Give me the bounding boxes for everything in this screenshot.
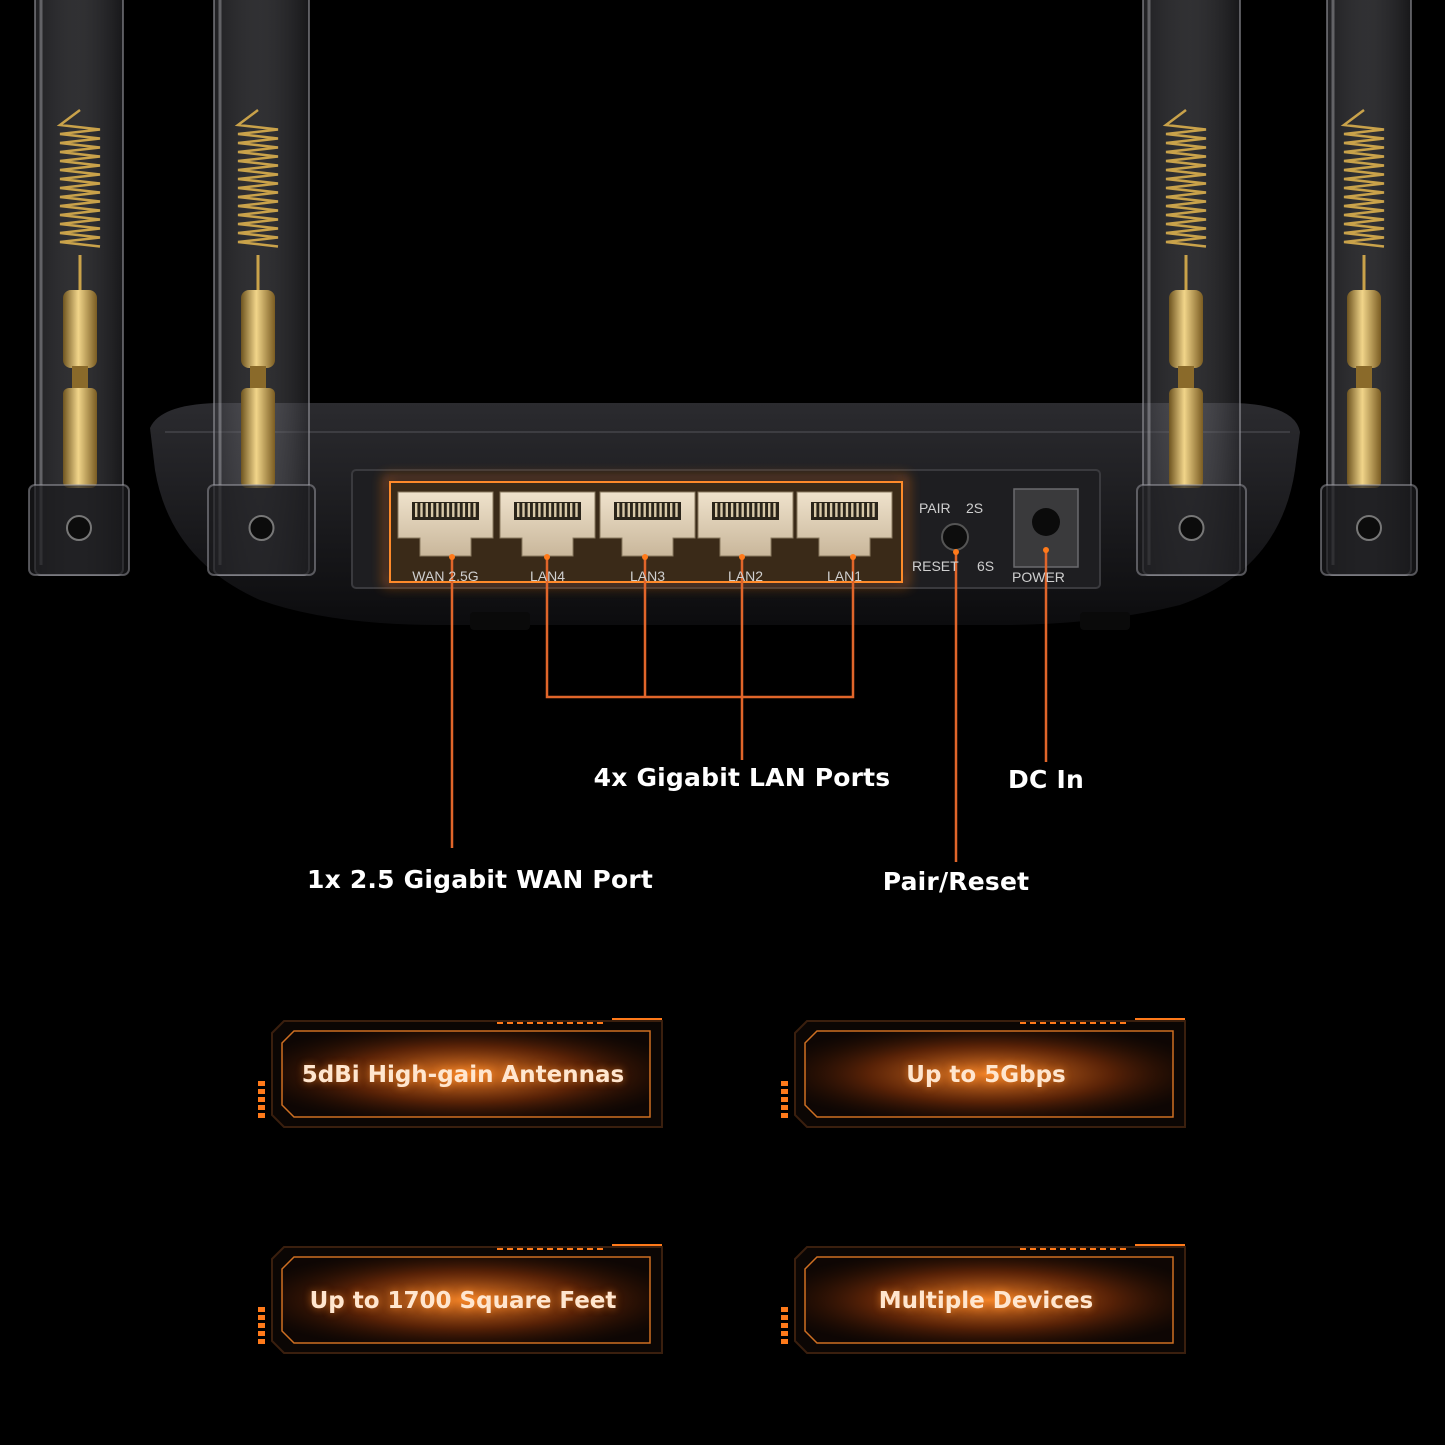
power-jack-hole bbox=[1032, 508, 1060, 536]
antenna-1 bbox=[28, 0, 130, 576]
antennas bbox=[28, 0, 1418, 576]
pair-time-label: 2S bbox=[966, 500, 984, 516]
feature-badges bbox=[258, 1018, 1186, 1354]
feature-badge-2 bbox=[781, 1018, 1186, 1128]
pair-reset-callout: Pair/Reset bbox=[882, 867, 1030, 896]
feature-badge-3 bbox=[258, 1244, 663, 1354]
ethernet-port-1[interactable] bbox=[397, 491, 494, 557]
feature-badge-4 bbox=[781, 1244, 1186, 1354]
ethernet-port-3[interactable] bbox=[599, 491, 696, 557]
feature-text-4: Multiple Devices bbox=[878, 1288, 1094, 1314]
leader-lines bbox=[450, 550, 1048, 862]
feature-text-2: Up to 5Gbps bbox=[906, 1062, 1066, 1088]
feature-text-3: Up to 1700 Square Feet bbox=[309, 1288, 617, 1314]
ethernet-ports bbox=[397, 491, 893, 557]
reset-label: RESET bbox=[912, 558, 959, 574]
ethernet-port-4[interactable] bbox=[697, 491, 794, 557]
ethernet-port-5[interactable] bbox=[796, 491, 893, 557]
port-label-4: LAN2 bbox=[727, 568, 764, 584]
antenna-3 bbox=[1136, 0, 1247, 576]
dc-in-callout: DC In bbox=[1008, 765, 1084, 794]
feature-text-1: 5dBi High-gain Antennas bbox=[301, 1062, 625, 1088]
feature-badge-1 bbox=[258, 1018, 663, 1128]
port-label-3: LAN3 bbox=[629, 568, 666, 584]
port-label-1: WAN 2.5G bbox=[412, 568, 479, 584]
reset-button[interactable] bbox=[941, 523, 969, 551]
antenna-4 bbox=[1320, 0, 1418, 576]
pair-label: PAIR bbox=[919, 500, 951, 516]
reset-time-label: 6S bbox=[977, 558, 995, 574]
port-label-5: LAN1 bbox=[826, 568, 863, 584]
lan-callout: 4x Gigabit LAN Ports bbox=[593, 763, 891, 792]
power-label: POWER bbox=[1012, 569, 1065, 585]
lan-bracket-line bbox=[545, 557, 855, 699]
wan-callout: 1x 2.5 Gigabit WAN Port bbox=[307, 865, 653, 894]
ethernet-port-2[interactable] bbox=[499, 491, 596, 557]
antenna-2 bbox=[207, 0, 316, 576]
port-label-2: LAN4 bbox=[529, 568, 566, 584]
